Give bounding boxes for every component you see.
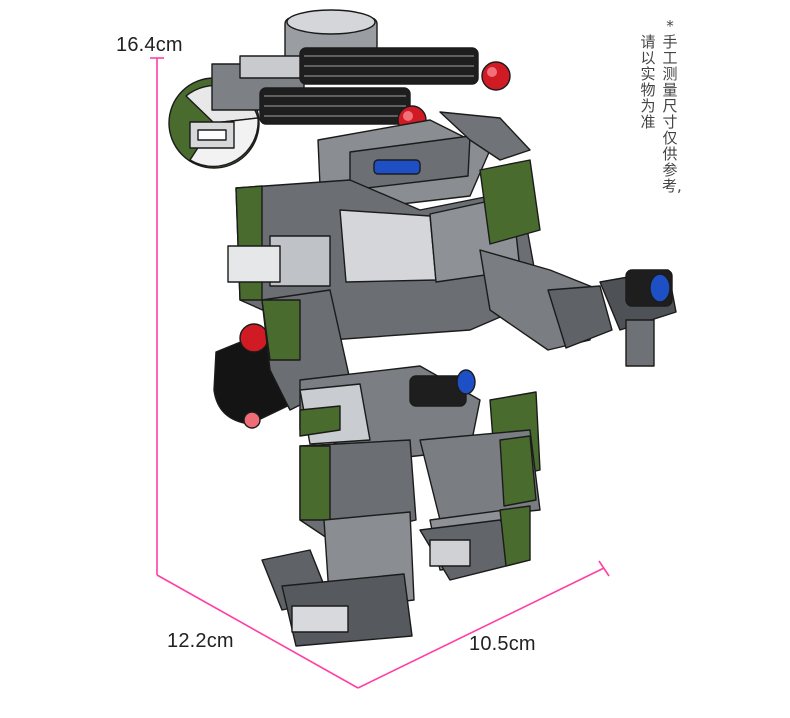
measurement-note-line1: *手工测量尺寸仅供参考,: [662, 17, 682, 195]
depth-label: 12.2cm: [167, 630, 234, 652]
width-tick-right: [598, 560, 610, 577]
left-leg: [261, 439, 417, 647]
right-leg: [419, 429, 541, 581]
depth-line: [156, 574, 359, 689]
measurement-note-line2: 请以实物为准: [640, 33, 656, 131]
width-line: [357, 567, 605, 689]
gatling-barrels-upper: [299, 47, 511, 91]
height-label: 16.4cm: [116, 34, 183, 56]
shoulder-shield: [168, 77, 260, 169]
width-label: 10.5cm: [469, 633, 536, 655]
right-arm: [479, 249, 677, 367]
dimension-lines: [150, 57, 610, 689]
robot-figure: [168, 9, 677, 647]
gatling-barrels-lower: [259, 87, 427, 135]
